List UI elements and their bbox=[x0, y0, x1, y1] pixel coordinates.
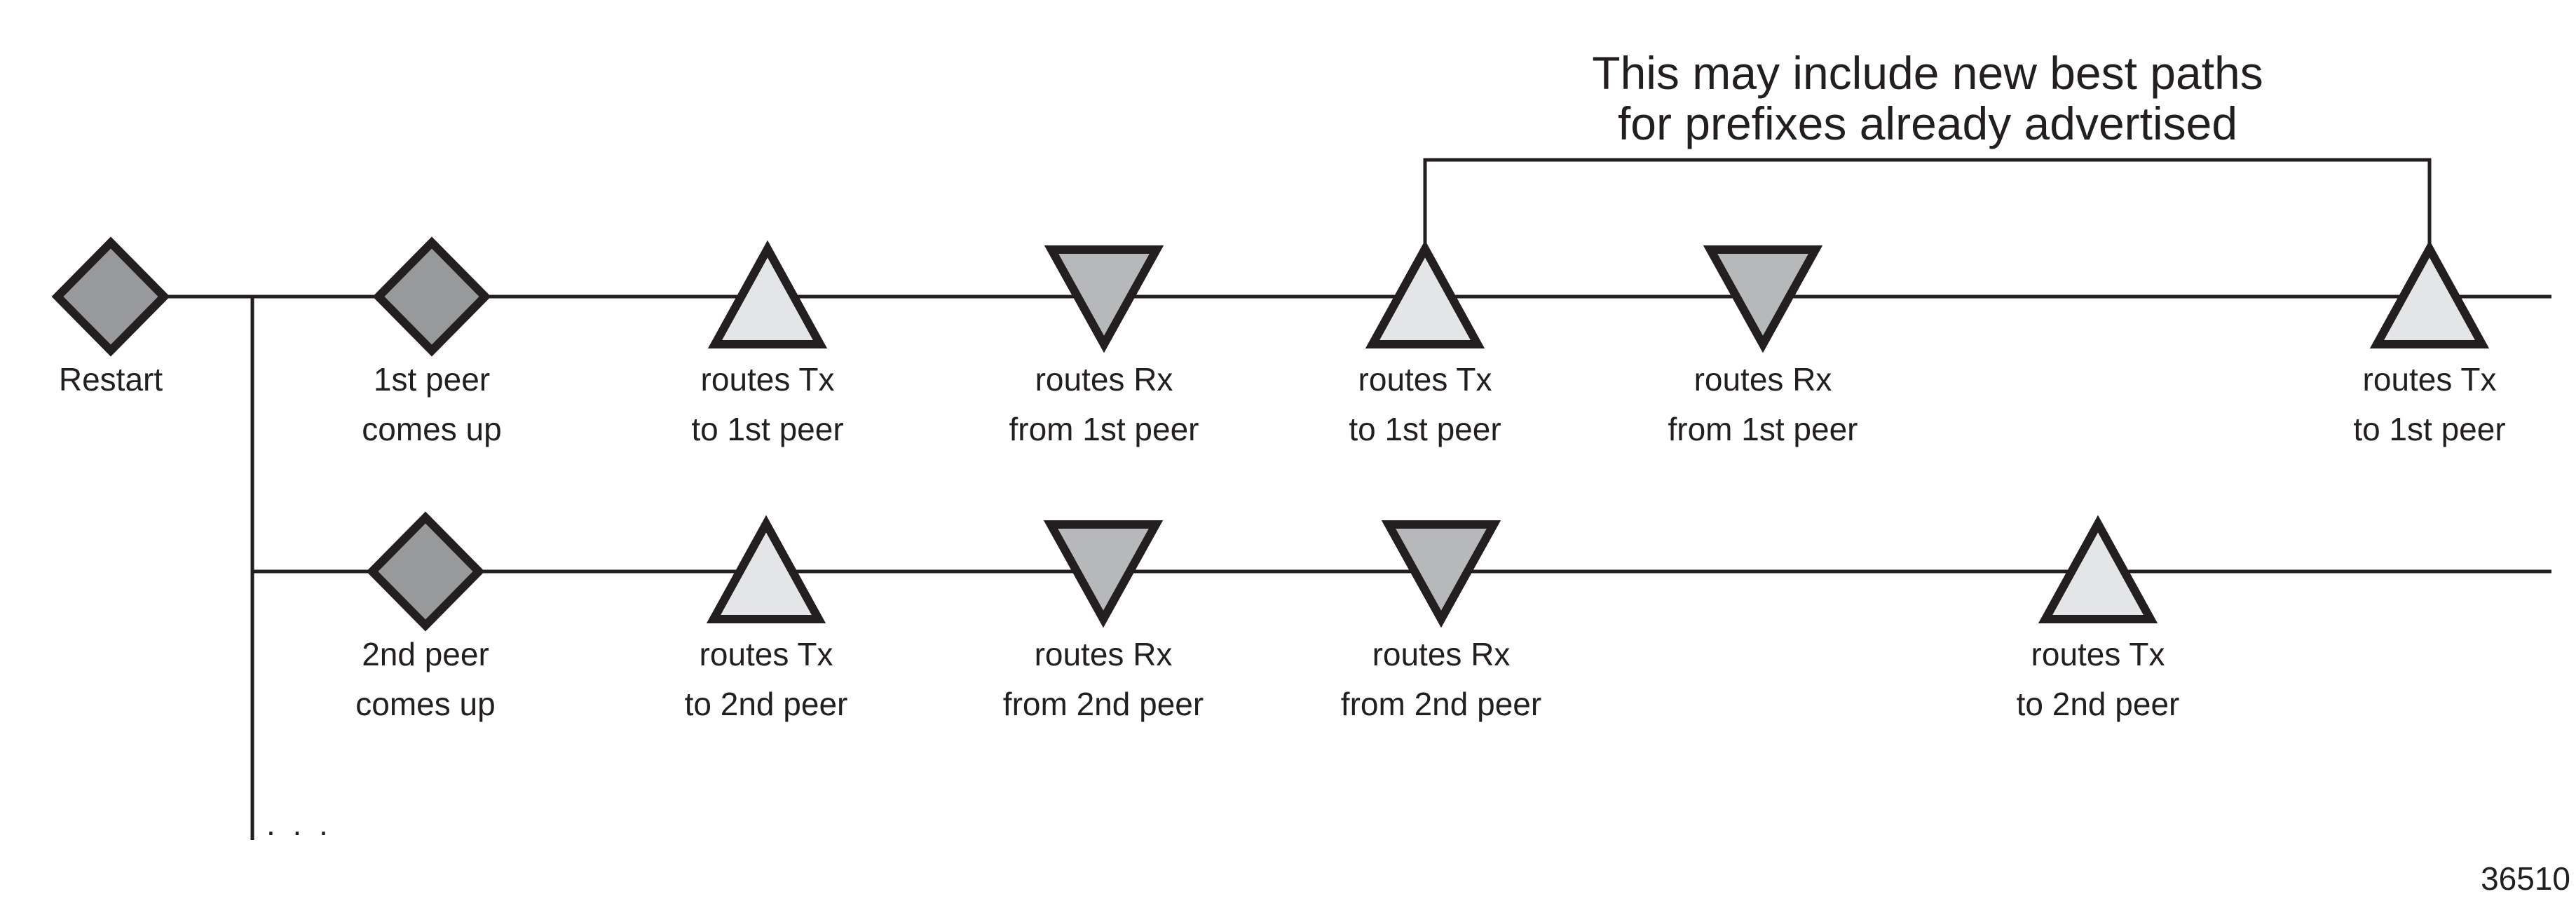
event-label-line: 1st peer bbox=[373, 361, 491, 398]
event-symbol-diamond bbox=[366, 511, 485, 632]
event-label: 1st peer comes up bbox=[207, 355, 656, 454]
annotation-bracket bbox=[1423, 158, 2432, 250]
event-label-line: routes Tx bbox=[2362, 361, 2497, 398]
event-label-line: routes Tx bbox=[1358, 361, 1492, 398]
event-symbol-triangle-up bbox=[707, 240, 828, 348]
event-label-line: from 2nd peer bbox=[1002, 686, 1204, 722]
event-label-line: routes Tx bbox=[700, 361, 835, 398]
timeline-continuation-ellipsis: . . . bbox=[266, 806, 332, 842]
event-label-line: routes Rx bbox=[1694, 361, 1832, 398]
event-label: routes Tx to 1st peer bbox=[1201, 355, 1649, 454]
event-label-line: to 1st peer bbox=[2353, 411, 2506, 447]
event-label-line: comes up bbox=[355, 686, 496, 722]
event-label-line: routes Rx bbox=[1035, 361, 1173, 398]
event-label: 2nd peer comes up bbox=[201, 630, 650, 729]
event-label-line: from 1st peer bbox=[1668, 411, 1858, 447]
event-label-line: to 2nd peer bbox=[684, 686, 848, 722]
event-label-line: routes Rx bbox=[1372, 636, 1511, 672]
figure-number: 36510 bbox=[2481, 860, 2570, 897]
event-label: routes Rx from 2nd peer bbox=[1217, 630, 1665, 729]
event-label: routes Rx from 2nd peer bbox=[879, 630, 1328, 729]
event-symbol-triangle-down bbox=[1381, 520, 1501, 628]
event-symbol-triangle-up bbox=[2038, 515, 2158, 623]
event-label-line: to 1st peer bbox=[1349, 411, 1501, 447]
event-label-line: routes Tx bbox=[699, 636, 833, 672]
event-label-line: Restart bbox=[58, 361, 163, 398]
event-label: routes Tx to 2nd peer bbox=[542, 630, 990, 729]
event-label: routes Tx to 1st peer bbox=[543, 355, 992, 454]
annotation-line-2: for prefixes already advertised bbox=[1617, 97, 2238, 149]
event-symbol-triangle-up bbox=[2369, 240, 2490, 348]
event-label-line: routes Tx bbox=[2031, 636, 2165, 672]
event-symbol-triangle-up bbox=[1365, 240, 1485, 348]
annotation-line-1: This may include new best paths bbox=[1592, 47, 2263, 99]
event-symbol-triangle-up bbox=[706, 515, 826, 623]
event-symbol-triangle-down bbox=[1043, 520, 1164, 628]
event-label-line: 2nd peer bbox=[362, 636, 489, 672]
event-label-line: to 1st peer bbox=[691, 411, 844, 447]
event-symbol-diamond bbox=[51, 236, 170, 357]
event-symbol-triangle-down bbox=[1703, 245, 1823, 353]
event-symbol-triangle-down bbox=[1044, 245, 1164, 353]
event-label: routes Tx to 1st peer bbox=[2205, 355, 2576, 454]
event-label-line: to 2nd peer bbox=[2016, 686, 2180, 722]
event-symbol-diamond bbox=[372, 236, 491, 357]
event-label-line: routes Rx bbox=[1034, 636, 1173, 672]
event-label: Restart bbox=[0, 355, 335, 405]
event-label: routes Rx from 1st peer bbox=[1539, 355, 1987, 454]
event-label: routes Rx from 1st peer bbox=[880, 355, 1328, 454]
event-label-line: from 1st peer bbox=[1009, 411, 1199, 447]
event-label: routes Tx to 2nd peer bbox=[1874, 630, 2322, 729]
event-label-line: comes up bbox=[362, 411, 502, 447]
annotation-text: This may include new best paths for pref… bbox=[1367, 48, 2488, 149]
event-label-line: from 2nd peer bbox=[1340, 686, 1542, 722]
